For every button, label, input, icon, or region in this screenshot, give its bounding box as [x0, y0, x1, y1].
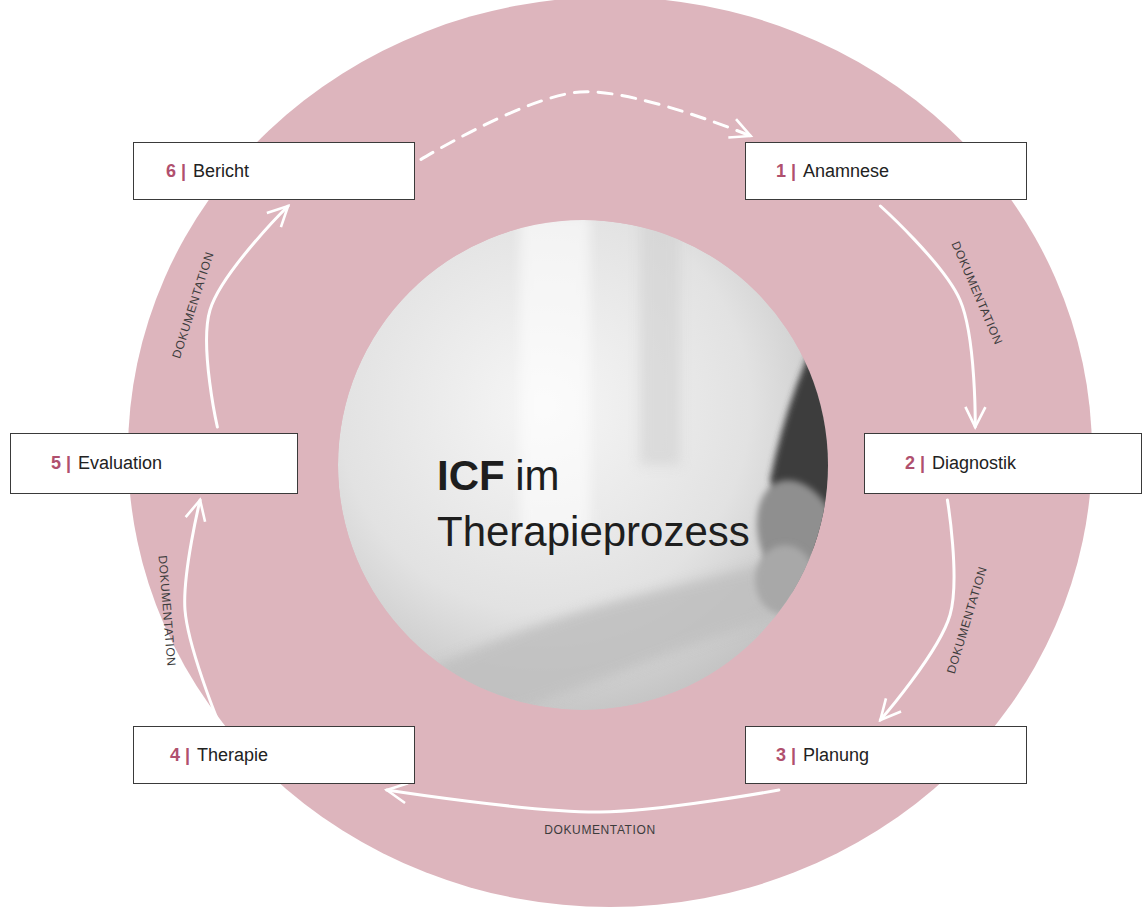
step-box: 3 | Planung — [745, 726, 1027, 784]
step-name: Bericht — [193, 161, 249, 182]
edge-label: DOKUMENTATION — [169, 249, 216, 359]
photo-shadow — [640, 215, 680, 465]
step-name: Anamnese — [803, 161, 889, 182]
cycle-arrow — [185, 500, 218, 720]
step-number: 3 | — [776, 745, 796, 766]
photo-illustration — [330, 215, 859, 730]
step-box: 6 | Bericht — [133, 142, 415, 200]
edge-label: DOKUMENTATION — [156, 555, 179, 667]
step-name: Planung — [803, 745, 869, 766]
edge-label: DOKUMENTATION — [944, 565, 990, 676]
step-box: 2 | Diagnostik — [864, 433, 1142, 494]
step-number: 5 | — [51, 453, 71, 474]
cycle-arrow — [387, 790, 779, 812]
photo-hand — [755, 545, 815, 615]
cycle-arrow — [421, 92, 751, 160]
step-name: Therapie — [197, 745, 268, 766]
step-number: 1 | — [776, 161, 796, 182]
step-number: 6 | — [166, 161, 186, 182]
step-number: 2 | — [905, 453, 925, 474]
step-number: 4 | — [170, 745, 190, 766]
cycle-arrow — [207, 206, 289, 427]
step-name: Diagnostik — [932, 453, 1016, 474]
step-box: 1 | Anamnese — [745, 142, 1027, 200]
title-emphasis: ICF — [437, 452, 505, 499]
edge-label: DOKUMENTATION — [948, 239, 1005, 347]
photo-arm — [330, 560, 800, 730]
step-name: Evaluation — [78, 453, 162, 474]
cycle-arrow — [880, 500, 954, 720]
step-box: 4 | Therapie — [133, 726, 415, 784]
edge-label: DOKUMENTATION — [544, 823, 655, 837]
center-title: ICFim Therapieprozess — [437, 448, 797, 560]
step-box: 5 | Evaluation — [10, 433, 298, 494]
